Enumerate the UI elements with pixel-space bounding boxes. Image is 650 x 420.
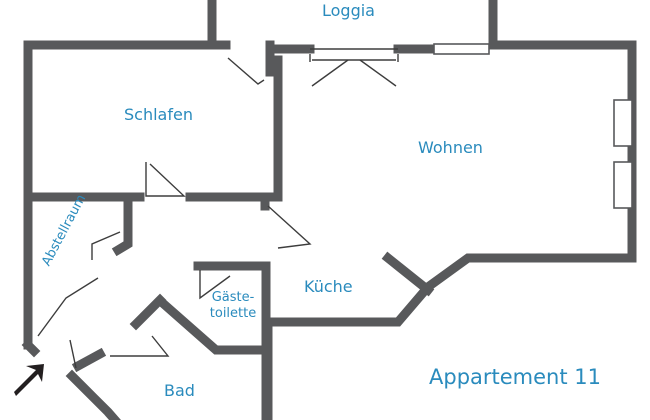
loggia-left-wall [207,0,231,50]
east-south-wall [263,0,637,420]
entrance-jamb [21,338,41,358]
door-swings [37,57,312,369]
room-label-kueche: Küche [304,277,353,296]
schlafen-loggia-door [227,57,265,85]
plan-title: Appartement 11 [429,365,601,389]
bad-north-stub [129,293,167,331]
schlafen-door [145,162,186,197]
entrance-threshold [69,339,77,369]
abstellraum-east-wall [111,195,133,257]
wohnen-window-east-1 [613,99,633,147]
schlafen-east-wall [185,55,283,202]
abstellraum-door [91,231,121,260]
west-wall [23,40,215,350]
kueche-counter [381,251,435,297]
facade-openings [309,43,633,209]
outer-walls [21,0,637,420]
loggia-door-leaf-left [311,59,349,87]
bad-door [110,335,170,357]
wohnen-door [267,205,312,249]
entrance-door [37,277,99,337]
wohnen-window-east-2 [613,161,633,209]
gaestetoilette-south-wall [159,299,267,355]
room-label-bad: Bad [164,381,195,400]
bad-door-jamb [71,347,107,373]
interior-walls [23,40,435,420]
bad-west-wall [65,369,121,420]
room-label-schlafen: Schlafen [124,105,193,124]
entrance-arrow-icon [14,364,44,396]
loggia-door-leaf-right [359,59,397,87]
gaestetoilette-door [199,270,231,300]
room-label-wohnen: Wohnen [418,138,483,157]
room-label-loggia: Loggia [322,1,375,20]
kueche-west-wall [193,261,271,420]
wohnen-window-top [433,43,490,55]
room-label-gaestetoilette: Gäste- toilette [209,290,257,321]
